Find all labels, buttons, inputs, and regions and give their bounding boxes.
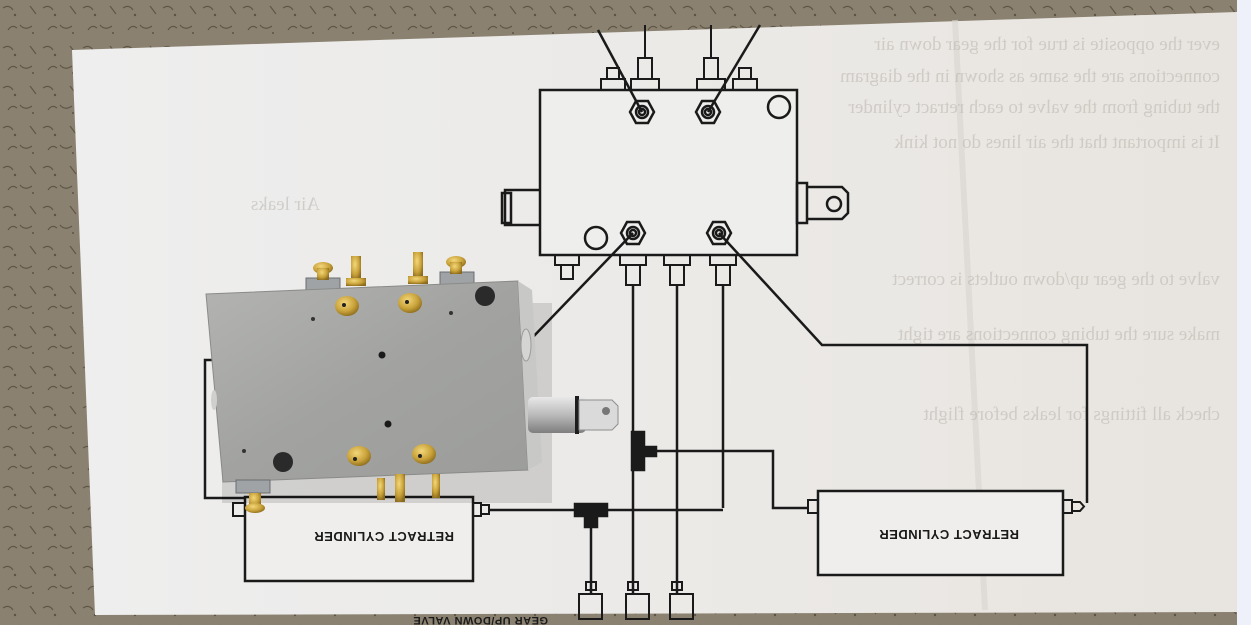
physical-valve-block	[205, 252, 619, 513]
tee-fitting-icon	[573, 502, 609, 518]
air-line	[706, 24, 762, 113]
bleed-through-text: ever the opposite is true for the gear d…	[251, 34, 1220, 425]
brass-port-icon	[412, 444, 436, 464]
brass-port-icon	[347, 446, 371, 466]
ghost-text-line: check all fittings for leaks before flig…	[923, 404, 1220, 425]
bottom-cutoff-label: GEAR UP/DOWN VALVE	[413, 614, 548, 625]
air-line	[718, 232, 1089, 503]
barb-fitting-icon	[351, 256, 361, 280]
mount-hole-icon	[766, 94, 792, 120]
mount-hole-icon	[583, 225, 609, 251]
bottom-connector-icon	[625, 581, 650, 620]
ghost-text-line: make sure the tubing connections are tig…	[897, 324, 1220, 345]
ghost-text-line: valve to the gear up/down outlets is cor…	[892, 269, 1220, 290]
ghost-text-line: the tubing from the valve to each retrac…	[848, 97, 1220, 118]
barb-fitting-icon	[395, 474, 405, 502]
ghost-text-line: ever the opposite is true for the gear d…	[874, 34, 1220, 55]
actuator-tab	[807, 185, 850, 221]
air-line	[596, 29, 644, 113]
tee-fitting-icon	[630, 430, 646, 472]
bottom-connector-icon	[669, 581, 694, 620]
actuator-hole-icon	[825, 195, 843, 213]
retract-cylinder-left	[243, 495, 475, 583]
schematic	[203, 24, 1089, 620]
valve-block-drawing	[538, 88, 799, 257]
left-port-flange	[500, 191, 513, 225]
barb-fitting-icon	[413, 252, 423, 278]
actuator-collar	[795, 181, 809, 225]
actuator-tab	[578, 399, 619, 431]
retract-cylinder-right-label: RETRACT CYLINDER	[879, 527, 1019, 542]
hex-nut-icon	[235, 479, 271, 494]
bottom-fittings-drawing	[554, 254, 737, 286]
brass-port-icon	[398, 293, 422, 313]
screen-edge-strip	[1237, 0, 1251, 625]
mount-hole-icon	[475, 286, 495, 306]
ghost-text-line: It is important that the air lines do no…	[894, 132, 1220, 153]
air-line	[656, 449, 808, 510]
air-line	[203, 358, 245, 500]
barb-fitting-icon	[432, 474, 440, 498]
bottom-connector-icon	[578, 581, 603, 620]
air-line	[531, 232, 634, 339]
retract-cylinder-right	[816, 489, 1065, 577]
barb-fitting-icon	[377, 478, 385, 500]
actuator-shaft	[528, 397, 586, 433]
brass-port-icon	[335, 296, 359, 316]
ghost-text-line: connections are the same as shown in the…	[840, 66, 1220, 87]
retract-cylinder-left-label: RETRACT CYLINDER	[314, 529, 454, 544]
ghost-text-line: Air leaks	[251, 194, 320, 215]
mount-hole-icon	[273, 452, 293, 472]
left-port-stub	[503, 188, 540, 227]
